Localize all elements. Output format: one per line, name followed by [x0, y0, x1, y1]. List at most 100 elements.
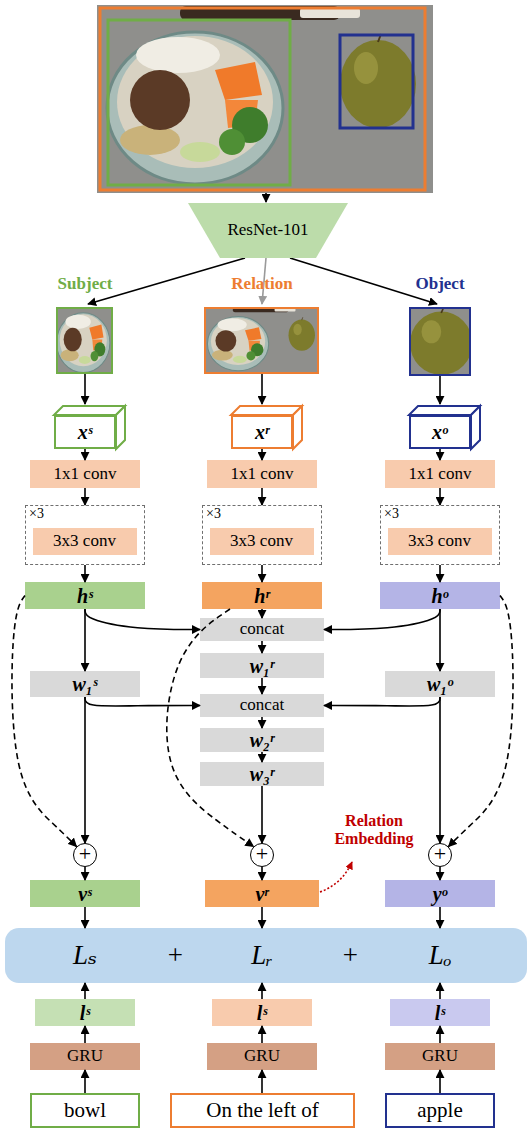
layer-box: lˢ [212, 999, 312, 1026]
feature-tensor: xᵒ [409, 415, 471, 449]
node-text: w₁ˢ [72, 673, 97, 695]
connector-arrow [261, 752, 263, 762]
flow-arrow [265, 193, 267, 202]
node-text: vʳ [255, 883, 268, 905]
connector-arrow [439, 983, 441, 999]
connector-arrow [85, 609, 200, 630]
connector-arrow [261, 449, 263, 460]
node-text: lˢ [80, 1002, 90, 1024]
node-text: hˢ [77, 585, 93, 607]
connector-arrow [261, 609, 263, 618]
word-input-box: apple [385, 1093, 495, 1128]
callout-arrow [320, 862, 352, 892]
node-text: 1x1 conv [409, 465, 472, 484]
layer-box: yᵒ [385, 880, 495, 907]
sum-node: + [73, 843, 97, 867]
connector-arrow [261, 641, 263, 653]
layer-box: 1x1 conv [207, 460, 317, 488]
node-text: hʳ [254, 585, 269, 607]
node-text: w₂ʳ [250, 729, 275, 751]
node-text: hᵒ [432, 585, 449, 607]
layer-box: GRU [30, 1043, 140, 1070]
connector-arrow [84, 488, 86, 505]
sum-node: + [428, 843, 452, 867]
node-text: lˢ [257, 1002, 267, 1024]
layer-box: hᵒ [380, 582, 500, 609]
node-text: 1x1 conv [54, 465, 117, 484]
feature-tensor: xʳ [231, 415, 293, 449]
loss-band: Lₛ+Lᵣ+Lₒ [5, 928, 527, 983]
input-photo [97, 5, 433, 193]
flow-arrow [261, 374, 263, 404]
layer-box: vˢ [30, 880, 140, 907]
backbone-trapezoid: ResNet-101 [188, 203, 348, 258]
tensor-side-face [471, 406, 480, 449]
word-input-box: On the left of [170, 1093, 355, 1128]
flow-arrow [84, 374, 86, 404]
node-text: Lᵣ [251, 941, 273, 971]
layer-box: 1x1 conv [385, 460, 495, 488]
node-text: 1x1 conv [231, 465, 294, 484]
node-text: xᵒ [432, 421, 448, 443]
sum-node: + [250, 843, 274, 867]
node-text: 3x3 conv [408, 532, 471, 551]
layer-box: w₁ˢ [30, 671, 140, 697]
relation-crop-image [205, 308, 318, 373]
word-input-box: bowl [30, 1093, 140, 1128]
layer-box: vʳ [205, 880, 319, 907]
connector-arrow [261, 867, 263, 880]
node-text: ×3 [384, 506, 399, 521]
node-text: bowl [64, 1099, 106, 1122]
connector-arrow [439, 1026, 441, 1043]
layer-box: w₁ʳ [200, 653, 324, 678]
connector-arrow [261, 786, 263, 843]
subject-crop [57, 308, 112, 373]
repeat-group: ×33x3 conv [202, 505, 322, 565]
layer-box: GRU [207, 1043, 317, 1070]
flow-arrow [439, 376, 441, 404]
node-text: vˢ [78, 883, 92, 905]
annotation: Relation Embedding [324, 812, 424, 849]
connector-arrow [439, 488, 441, 505]
connector-arrow [439, 449, 441, 460]
flow-arrow [290, 258, 437, 304]
tensor-top-face [231, 406, 302, 415]
object-bbox [340, 35, 413, 128]
connector-arrow [84, 867, 86, 880]
connector-arrow [261, 678, 263, 694]
crop-border [57, 308, 112, 373]
node-text: apple [417, 1099, 462, 1122]
connector-arrow [439, 1070, 441, 1093]
feature-tensor: xˢ [54, 415, 116, 449]
node-text: 3x3 conv [53, 532, 116, 551]
node-text: concat [240, 696, 284, 715]
skip-connection [12, 596, 77, 847]
connector-arrow [261, 717, 263, 728]
branch-label: Object [415, 274, 464, 294]
node-text: xˢ [78, 421, 93, 443]
connector-arrow [324, 609, 440, 630]
node-text: + [256, 843, 268, 865]
layer-box: GRU [385, 1043, 495, 1070]
connector-arrow [84, 1070, 86, 1093]
node-text: ×3 [206, 506, 221, 521]
connector-arrow [261, 1070, 263, 1093]
tensor-top-face [54, 406, 125, 415]
node-text: ×3 [29, 506, 44, 521]
branch-label: Relation [231, 274, 292, 294]
layer-box: w₃ʳ [200, 762, 324, 786]
node-text: + [434, 843, 446, 865]
connector-arrow [85, 697, 200, 706]
connector-arrow [439, 609, 441, 671]
node-text: GRU [67, 1047, 103, 1066]
connector-arrow [261, 488, 263, 505]
connector-arrow [261, 565, 263, 582]
node-text: + [166, 941, 184, 971]
node-text: GRU [244, 1047, 280, 1066]
connector-arrow [84, 697, 86, 843]
connector-arrow [84, 907, 86, 928]
connector-arrow [439, 697, 441, 843]
node-text: w₁ʳ [250, 655, 275, 677]
layer-box: 1x1 conv [30, 460, 140, 488]
